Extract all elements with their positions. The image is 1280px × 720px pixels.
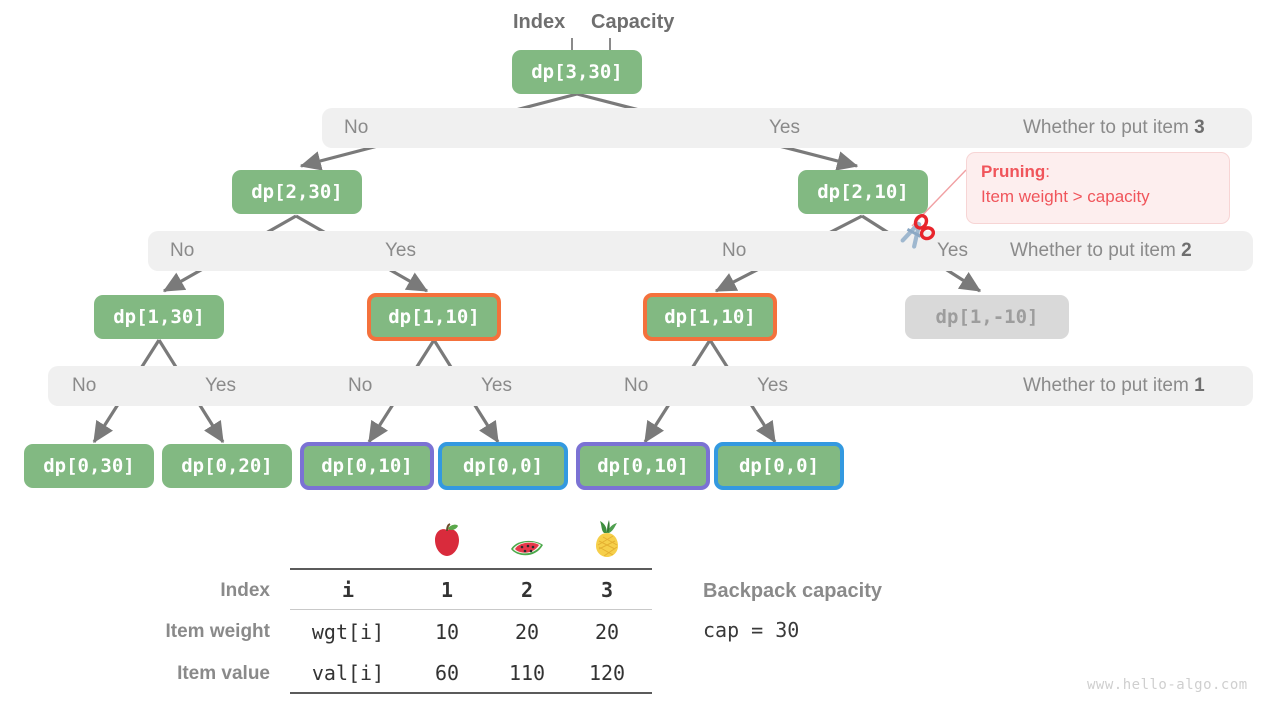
pruning-reason: Item weight > capacity: [981, 187, 1150, 206]
band2-item-number: 2: [1181, 240, 1192, 261]
pineapple-icon: [596, 520, 618, 557]
pruning-colon: :: [1045, 162, 1050, 181]
tree-leaf-dp-0-20[interactable]: dp[0,20]: [162, 444, 292, 488]
tree-node-dp-1-30[interactable]: dp[1,30]: [94, 295, 224, 339]
band1-item-number: 1: [1194, 375, 1205, 396]
band3-choice-yes: Yes: [769, 117, 800, 138]
band2-choice-yes-left: Yes: [385, 240, 416, 261]
apple-icon: [435, 523, 459, 556]
tree-node-dp-1-10-left[interactable]: dp[1,10]: [367, 293, 501, 341]
band1-question-text: Whether to put item: [1023, 375, 1195, 396]
pruning-title-text: Pruning: [981, 162, 1046, 181]
scissors-icon: [900, 214, 935, 249]
band2-question-text: Whether to put item: [1010, 240, 1182, 261]
tree-leaf-dp-0-10-left[interactable]: dp[0,10]: [300, 442, 434, 490]
watermark: www.hello-algo.com: [1087, 677, 1248, 693]
table-row-label-index: Index: [220, 580, 270, 601]
table-bottom-rule: [290, 692, 652, 694]
table-row-label-item-weight: Item weight: [165, 621, 270, 642]
tree-leaf-dp-0-0-right[interactable]: dp[0,0]: [714, 442, 844, 490]
capacity-tick-line: [609, 38, 611, 53]
tree-node-dp-1-minus-10[interactable]: dp[1,-10]: [905, 295, 1069, 339]
tree-leaf-dp-0-10-right[interactable]: dp[0,10]: [576, 442, 710, 490]
pruning-callout: Pruning: Item weight > capacity: [966, 152, 1230, 224]
table-value-2: 110: [508, 661, 546, 685]
tree-node-dp-3-30[interactable]: dp[3,30]: [512, 50, 642, 94]
table-value-3: 120: [588, 661, 626, 685]
band3-question: Whether to put item 3: [1023, 108, 1205, 148]
table-key-i: i: [341, 578, 355, 602]
tree-node-dp-2-30[interactable]: dp[2,30]: [232, 170, 362, 214]
decision-band-item-2: [148, 231, 1253, 271]
band1-choice-no-2: No: [348, 375, 373, 396]
table-key-val: val[i]: [311, 661, 385, 685]
band3-item-number: 3: [1194, 117, 1205, 138]
table-row-label-item-value: Item value: [177, 663, 270, 684]
band3-question-text: Whether to put item: [1023, 117, 1195, 138]
index-tick-line: [571, 38, 573, 53]
backpack-capacity-heading: Backpack capacity: [703, 580, 883, 602]
table-mid-rule: [290, 609, 652, 611]
table-weight-1: 10: [434, 620, 460, 644]
band1-choice-no-3: No: [624, 375, 649, 396]
band3-choice-no: No: [344, 117, 369, 138]
table-index-3: 3: [600, 578, 614, 602]
band2-choice-no-left: No: [170, 240, 195, 261]
table-weight-3: 20: [594, 620, 620, 644]
band2-choice-yes-right: Yes: [937, 240, 968, 261]
tree-leaf-dp-0-30[interactable]: dp[0,30]: [24, 444, 154, 488]
tree-node-dp-2-10[interactable]: dp[2,10]: [798, 170, 928, 214]
table-value-1: 60: [434, 661, 460, 685]
table-key-wgt: wgt[i]: [311, 620, 385, 644]
table-index-1: 1: [440, 578, 454, 602]
table-top-rule: [290, 568, 652, 570]
decision-band-item-3: [322, 108, 1252, 148]
table-weight-2: 20: [514, 620, 540, 644]
pruning-title: Pruning:: [981, 162, 1215, 182]
tree-node-dp-1-10-right[interactable]: dp[1,10]: [643, 293, 777, 341]
band1-choice-no-1: No: [72, 375, 97, 396]
band1-choice-yes-1: Yes: [205, 375, 236, 396]
capacity-header: Capacity: [591, 11, 675, 33]
index-header: Index: [513, 11, 566, 33]
decision-band-item-1: [48, 366, 1253, 406]
tree-leaf-dp-0-0-left[interactable]: dp[0,0]: [438, 442, 568, 490]
band1-choice-yes-2: Yes: [481, 375, 512, 396]
band1-question: Whether to put item 1: [1023, 366, 1205, 406]
table-index-2: 2: [520, 578, 534, 602]
band2-question: Whether to put item 2: [1010, 231, 1192, 271]
watermelon-icon: [511, 540, 543, 556]
backpack-capacity-value: cap = 30: [703, 618, 800, 642]
band2-choice-no-right: No: [722, 240, 747, 261]
band1-choice-yes-3: Yes: [757, 375, 788, 396]
